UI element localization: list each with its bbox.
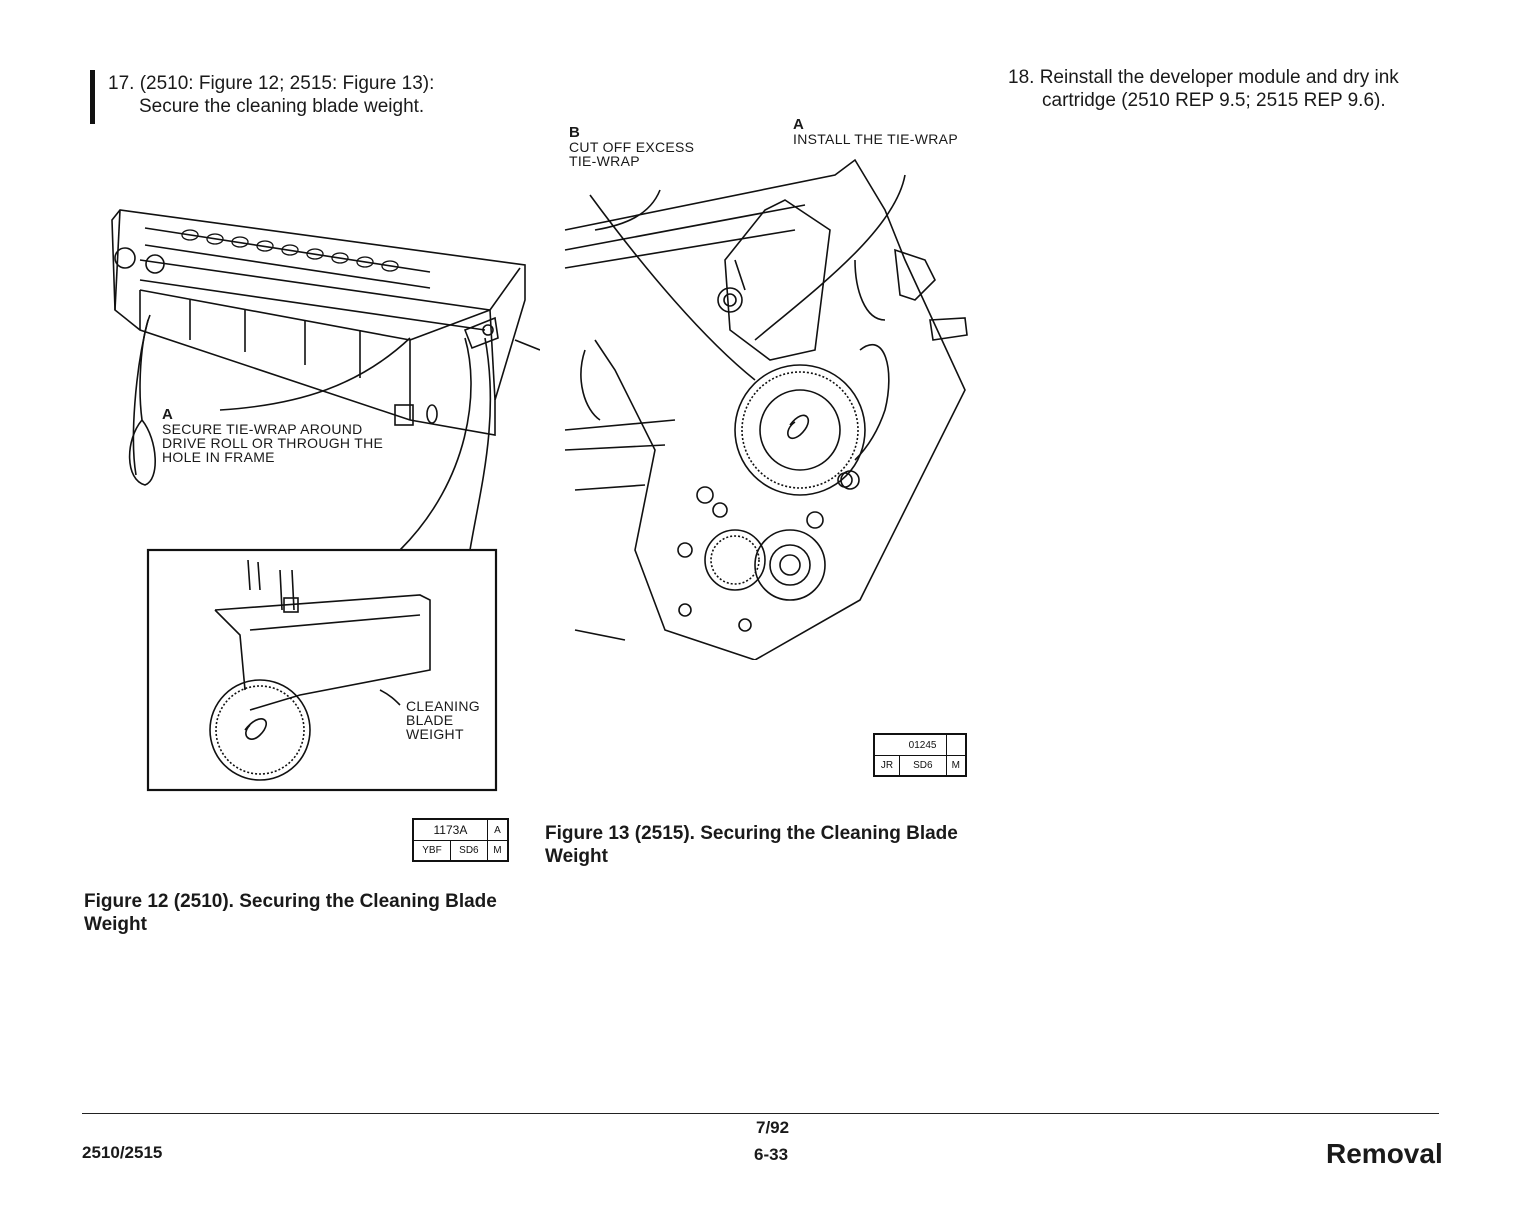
- fig13-caption-line2: Weight: [545, 846, 608, 867]
- fig12-callout-a: A SECURE TIE-WRAP AROUND DRIVE ROLL OR T…: [162, 406, 384, 465]
- figure-12-illustration: [111, 209, 540, 792]
- fig13-callout-b: B CUT OFF EXCESS TIE-WRAP: [569, 124, 695, 169]
- change-bar: [90, 70, 95, 124]
- fig13-callout-a: A INSTALL THE TIE-WRAP: [793, 116, 958, 147]
- fig12-ref-bottom-3: M: [486, 840, 509, 861]
- fig12-caption: Figure 12 (2510). Securing the Cleaning …: [84, 890, 497, 936]
- fig12-caption-line1: Figure 12 (2510). Securing the Cleaning …: [84, 891, 497, 912]
- step-17-line1: (2510: Figure 12; 2515: Figure 13):: [139, 73, 435, 94]
- fig12-detail-label: CLEANING BLADE WEIGHT: [406, 699, 480, 741]
- fig12-detail-line3: WEIGHT: [406, 726, 464, 742]
- fig12-ref-box: 1173A A YBF SD6 M: [412, 818, 509, 862]
- footer-rule: [82, 1113, 1439, 1114]
- step-17: 17. (2510: Figure 12; 2515: Figure 13): …: [108, 72, 434, 118]
- step-18-number: 18.: [1008, 67, 1035, 88]
- footer-section: Removal: [1326, 1138, 1443, 1169]
- fig13-ref-bottom-1: JR: [874, 755, 900, 776]
- fig13-callout-a-line1: INSTALL THE TIE-WRAP: [793, 131, 958, 147]
- fig12-ref-top: 1173A: [413, 819, 488, 841]
- fig13-callout-a-letter: A: [793, 116, 805, 133]
- fig12-callout-a-line3: HOLE IN FRAME: [162, 449, 275, 465]
- step-18-line1: Reinstall the developer module and dry i…: [1039, 67, 1399, 88]
- fig12-detail-line2: BLADE: [406, 712, 454, 728]
- footer-page-number: 6-33: [754, 1145, 789, 1164]
- fig12-ref-bottom-2: SD6: [449, 840, 488, 861]
- figure-13-illustration: [564, 158, 968, 660]
- fig12-caption-line2: Weight: [84, 914, 147, 935]
- fig13-ref-top: 01245: [899, 734, 947, 756]
- fig12-detail-line1: CLEANING: [406, 698, 480, 714]
- fig13-callout-b-line1: CUT OFF EXCESS: [569, 139, 695, 155]
- step-17-number: 17.: [108, 73, 135, 94]
- fig13-ref-bottom-2: SD6: [898, 755, 947, 776]
- footer-date: 7/92: [756, 1118, 790, 1137]
- fig13-ref-bottom-3: M: [945, 755, 967, 776]
- step-18-line2: cartridge (2510 REP 9.5; 2515 REP 9.6).: [1042, 90, 1386, 111]
- fig13-caption: Figure 13 (2515). Securing the Cleaning …: [545, 822, 958, 868]
- step-17-line2: Secure the cleaning blade weight.: [139, 96, 425, 117]
- fig13-ref-box: 01245 JR SD6 M: [873, 733, 967, 777]
- fig12-callout-a-letter: A: [162, 406, 174, 423]
- fig13-callout-b-letter: B: [569, 124, 581, 141]
- fig12-callout-a-line2: DRIVE ROLL OR THROUGH THE: [162, 435, 384, 451]
- fig12-ref-top-right: A: [486, 819, 509, 841]
- fig12-ref-bottom-1: YBF: [413, 840, 451, 861]
- footer-model: 2510/2515: [82, 1143, 163, 1162]
- fig13-caption-line1: Figure 13 (2515). Securing the Cleaning …: [545, 823, 958, 844]
- fig13-callout-b-line2: TIE-WRAP: [569, 153, 640, 169]
- fig12-callout-a-line1: SECURE TIE-WRAP AROUND: [162, 421, 363, 437]
- step-18: 18. Reinstall the developer module and d…: [1008, 66, 1399, 112]
